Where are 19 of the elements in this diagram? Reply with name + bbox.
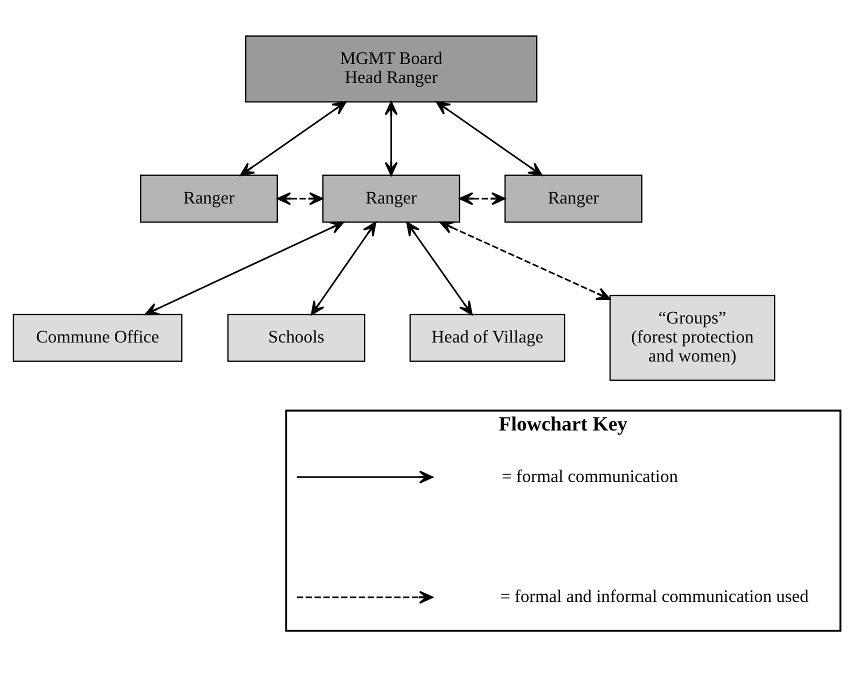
legend-label: = formal and informal communication used bbox=[500, 585, 809, 606]
node-box: Schools bbox=[227, 313, 366, 362]
arrow bbox=[310, 221, 376, 315]
arrow bbox=[240, 100, 346, 176]
arrow bbox=[144, 220, 344, 315]
arrow bbox=[439, 220, 611, 300]
node-box: Ranger bbox=[504, 174, 642, 222]
node-box: Commune Office bbox=[12, 313, 182, 362]
arrow bbox=[276, 192, 324, 205]
node-box: Ranger bbox=[322, 174, 460, 222]
node-box: Ranger bbox=[140, 174, 278, 222]
arrow bbox=[436, 100, 542, 176]
legend-label: = formal communication bbox=[502, 465, 678, 486]
arrow bbox=[384, 100, 398, 176]
arrow bbox=[459, 192, 506, 205]
node-box: “Groups” (forest protection and women) bbox=[609, 294, 776, 380]
arrow bbox=[406, 221, 473, 315]
node-box: MGMT Board Head Ranger bbox=[245, 34, 538, 102]
node-box: Head of Village bbox=[410, 313, 566, 362]
